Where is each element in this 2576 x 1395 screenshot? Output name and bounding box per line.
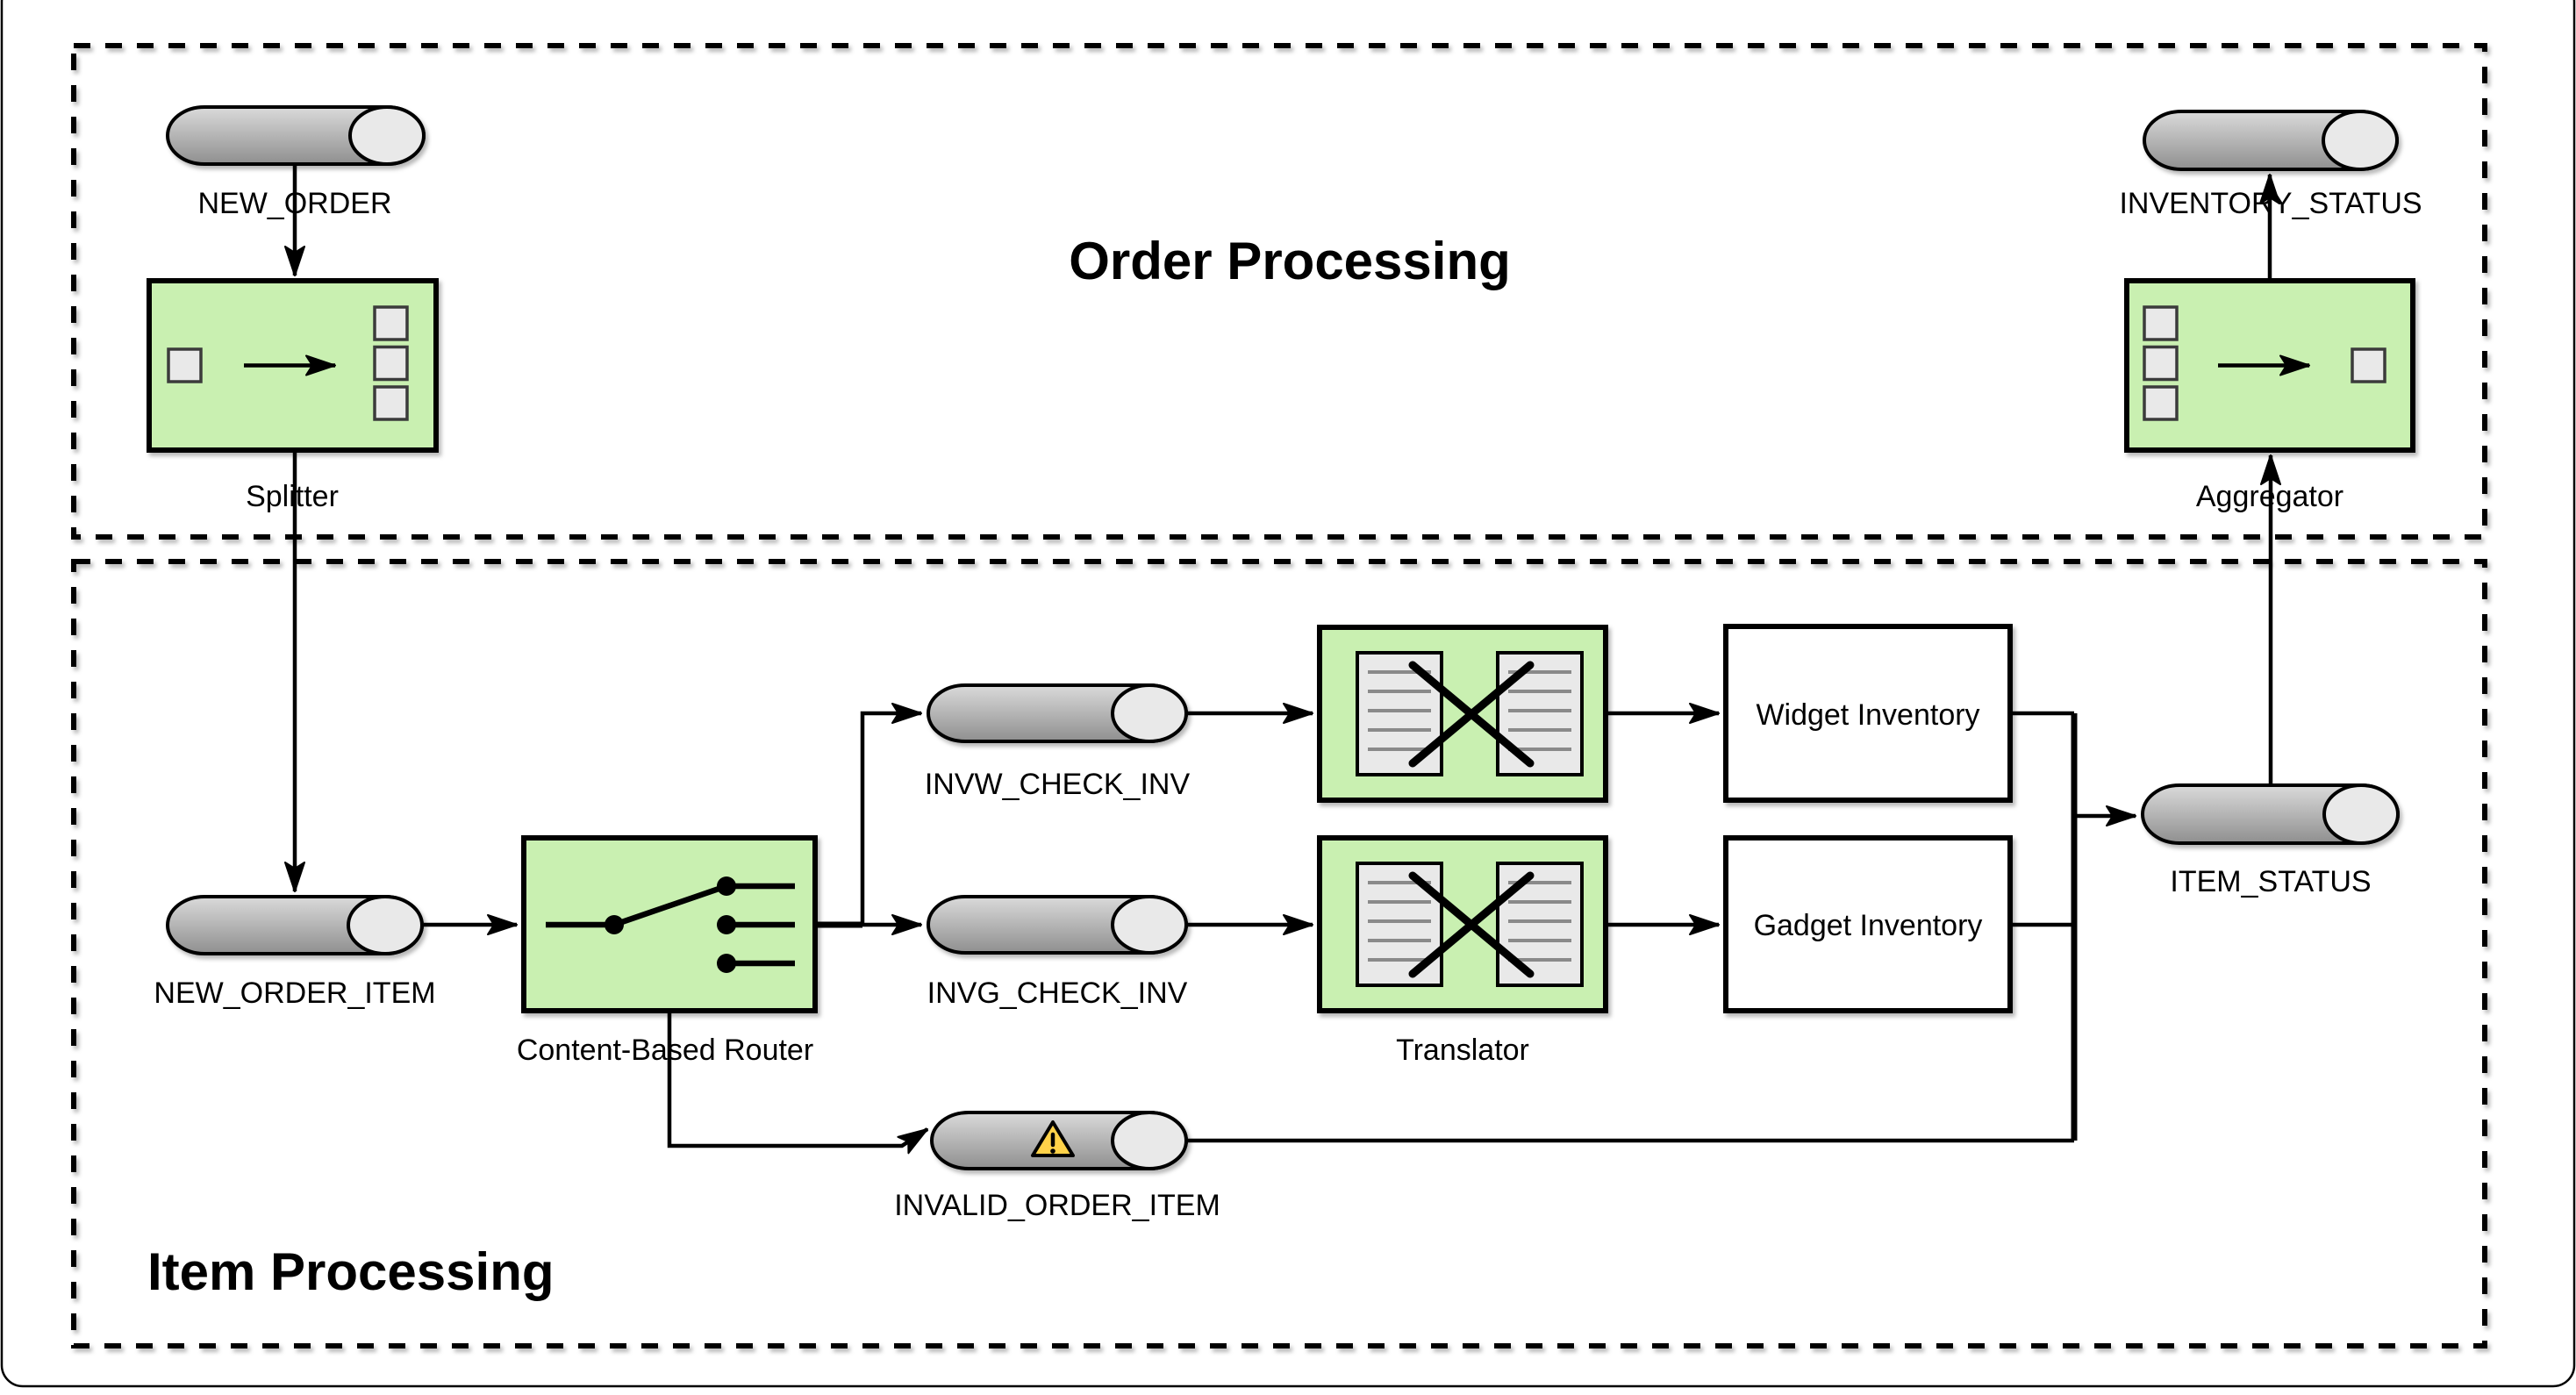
item-status-label: ITEM_STATUS	[2170, 865, 2371, 898]
new-order-channel	[166, 105, 426, 166]
translator-label: Translator	[1396, 1034, 1529, 1067]
invalid-order-item-channel	[930, 1111, 1188, 1170]
edge-router-to-invw	[860, 703, 922, 925]
item-processing-title: Item Processing	[147, 1242, 555, 1301]
widget-inventory-box	[1723, 624, 2013, 803]
cylinder-cap	[1111, 1111, 1188, 1170]
invg-check-inv-channel	[927, 895, 1188, 955]
router-icon	[546, 876, 795, 973]
order-processing-container	[71, 43, 2487, 540]
cylinder-cap	[1111, 683, 1188, 743]
translator-top-node	[1317, 625, 1608, 803]
cylinder-cap	[1111, 895, 1188, 955]
content-based-router-node	[521, 835, 818, 1013]
translator-bottom-node	[1317, 835, 1608, 1013]
inventory-status-label: INVENTORY_STATUS	[2119, 187, 2422, 220]
content-based-router-label: Content-Based Router	[517, 1034, 813, 1067]
inventory-status-channel	[2143, 110, 2399, 171]
cylinder-cap	[2322, 110, 2399, 171]
aggregator-icon	[2143, 305, 2386, 421]
splitter-icon	[167, 305, 409, 421]
connectors	[284, 164, 2281, 1155]
aggregator-node	[2124, 278, 2415, 453]
translator-icon	[1356, 651, 1584, 776]
item-processing-container	[71, 559, 2487, 1348]
splitter-label: Splitter	[246, 480, 339, 513]
translator-icon	[1356, 862, 1584, 987]
new-order-item-channel	[166, 895, 424, 955]
cylinder-cap	[347, 895, 424, 955]
widget-inventory-label: Widget Inventory	[1756, 698, 1979, 732]
aggregator-label: Aggregator	[2196, 480, 2343, 513]
invg-check-inv-label: INVG_CHECK_INV	[927, 976, 1188, 1010]
gadget-inventory-label: Gadget Inventory	[1754, 909, 1983, 942]
gadget-inventory-box	[1723, 835, 2013, 1013]
invalid-order-item-label: INVALID_ORDER_ITEM	[894, 1189, 1220, 1222]
warning-icon	[1031, 1120, 1075, 1157]
item-status-channel	[2141, 783, 2400, 845]
invw-check-inv-label: INVW_CHECK_INV	[925, 768, 1191, 801]
cylinder-cap	[348, 105, 426, 166]
new-order-label: NEW_ORDER	[197, 187, 391, 220]
gadget-inventory-node: Gadget Inventory	[1723, 835, 2013, 1013]
order-processing-title: Order Processing	[1069, 232, 1511, 290]
edge-router-to-invalid	[667, 1011, 929, 1155]
new-order-item-label: NEW_ORDER_ITEM	[154, 976, 435, 1010]
widget-inventory-node: Widget Inventory	[1723, 624, 2013, 803]
splitter-node	[147, 278, 439, 453]
cylinder-cap	[2322, 783, 2400, 845]
invw-check-inv-channel	[927, 683, 1188, 743]
